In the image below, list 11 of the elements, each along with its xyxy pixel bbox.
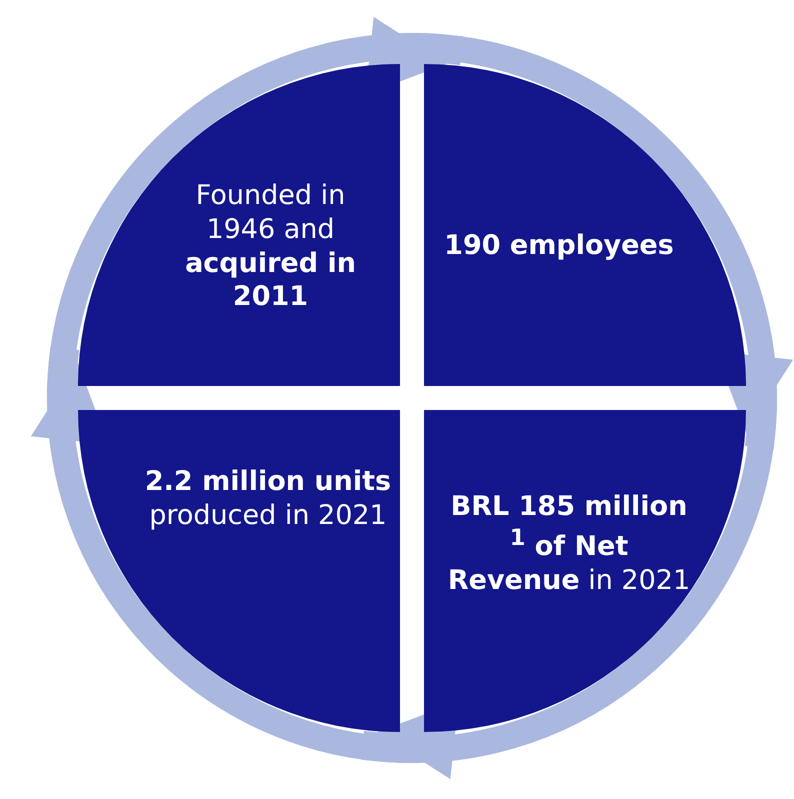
quadrant-text: BRL 185 million $^{1}$ of Net Revenue in 2021 [446,490,692,598]
quadrant-text: Founded in 1946 and acquired in 2011 [184,179,357,314]
quadrant-segment [78,410,400,732]
quadrant-segment [424,64,746,386]
quadrant-text: 190 employees [443,229,675,263]
quadrant-segment [424,410,746,732]
quadrant-text: 2.2 million units produced in 2021 [144,465,392,532]
quadrant-segment [78,64,400,386]
curved-arrow [362,402,776,780]
curved-arrow [416,34,794,448]
curved-arrow [30,348,408,762]
